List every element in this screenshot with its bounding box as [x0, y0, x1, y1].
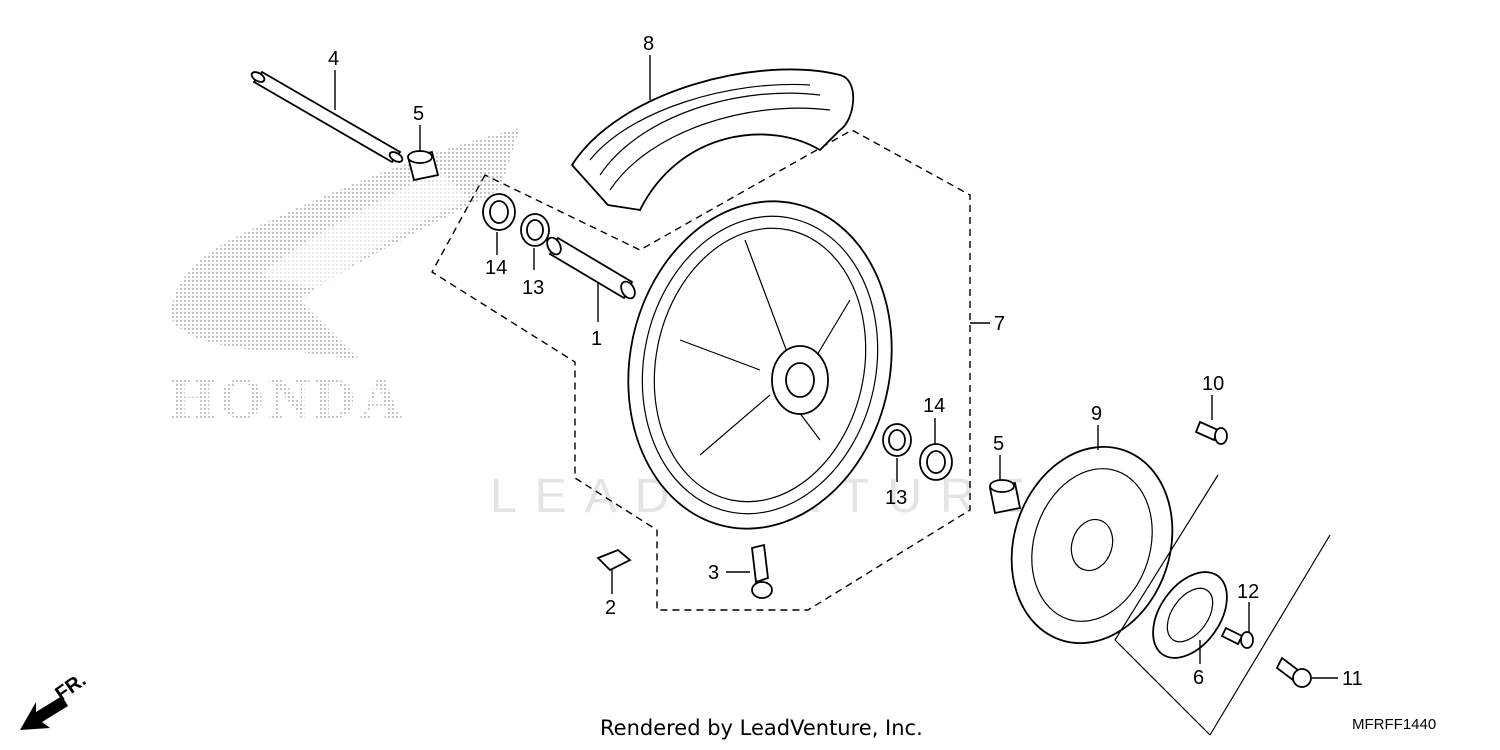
- svg-text:9: 9: [1091, 403, 1102, 425]
- axle-collar-top: [406, 150, 440, 182]
- pulser-bolt: [1220, 626, 1254, 649]
- callout-collar-top: 5: [413, 103, 424, 152]
- flange-bolt: [1275, 656, 1312, 688]
- svg-text:2: 2: [605, 597, 616, 619]
- svg-text:8: 8: [643, 33, 654, 55]
- svg-text:13: 13: [885, 487, 907, 509]
- front-axle: [250, 70, 404, 164]
- callout-valve: 3: [708, 562, 750, 584]
- disc-bolt: [1194, 420, 1228, 445]
- pulser-ring-panel: [1114, 474, 1331, 736]
- callout-axle: 4: [328, 48, 339, 110]
- bearing-left: [482, 193, 516, 231]
- callout-tire: 8: [643, 33, 654, 100]
- svg-text:5: 5: [993, 433, 1004, 455]
- svg-text:4: 4: [328, 48, 339, 70]
- brake-disc: [1010, 445, 1174, 645]
- callout-disc: 9: [1091, 403, 1102, 450]
- svg-text:6: 6: [1193, 667, 1204, 689]
- svg-text:12: 12: [1237, 581, 1259, 603]
- front-wheel: [627, 200, 893, 530]
- svg-text:5: 5: [413, 103, 424, 125]
- svg-text:11: 11: [1342, 668, 1363, 690]
- svg-text:3: 3: [708, 562, 719, 584]
- svg-text:13: 13: [522, 277, 544, 299]
- dust-seal-right: [882, 423, 912, 457]
- axle-collar-right: [988, 479, 1022, 515]
- callout-bearing-right: 14: [923, 395, 945, 444]
- callout-spacer: 1: [591, 282, 602, 350]
- callout-seal-right: 13: [885, 458, 907, 509]
- callout-seal-left: 13: [522, 248, 544, 299]
- tire-valve: [751, 543, 773, 599]
- svg-text:14: 14: [485, 257, 507, 279]
- callout-collar-right: 5: [993, 433, 1004, 480]
- footer-credit: Rendered by LeadVenture, Inc.: [600, 716, 923, 740]
- callout-wheel: 7: [970, 313, 1005, 335]
- dust-seal-left: [520, 213, 550, 247]
- callout-weight: 2: [605, 570, 616, 619]
- svg-text:10: 10: [1202, 373, 1224, 395]
- callout-bolt-disc: 10: [1202, 373, 1224, 420]
- callout-bearing-left: 14: [485, 232, 507, 279]
- diagram-code: MFRFF1440: [1352, 716, 1437, 733]
- honda-wing-logo: HONDA: [170, 128, 520, 431]
- callout-pulser-ring: 6: [1193, 640, 1204, 689]
- balance-weight: [596, 548, 632, 572]
- bearing-right: [919, 443, 953, 481]
- distance-collar: [546, 236, 636, 300]
- honda-wordmark: HONDA: [170, 366, 406, 431]
- pulser-ring: [1152, 571, 1228, 659]
- front-tire: [570, 68, 855, 211]
- front-direction-arrow-icon: [20, 696, 68, 730]
- svg-text:1: 1: [591, 328, 602, 350]
- callout-pulser-bolt: 12: [1237, 581, 1259, 632]
- svg-text:7: 7: [994, 313, 1005, 335]
- wheel-assembly-outline: [431, 129, 971, 611]
- callout-flange-bolt: 11: [1312, 668, 1363, 690]
- svg-text:14: 14: [923, 395, 945, 417]
